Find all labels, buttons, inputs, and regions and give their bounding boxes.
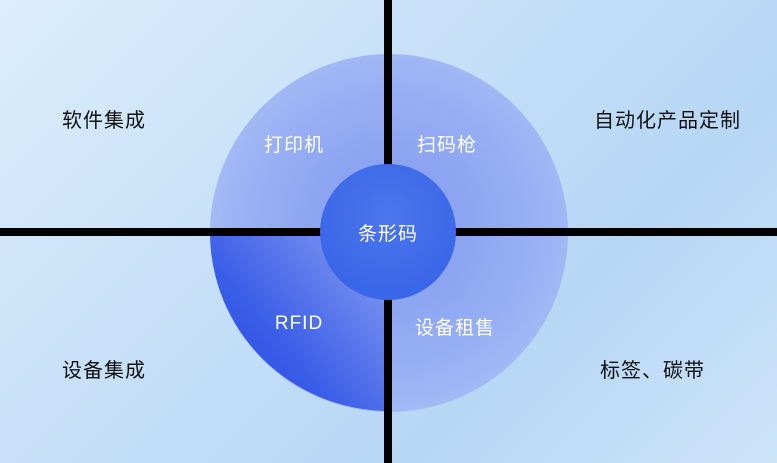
corner-label-labels-ribbons: 标签、碳带 bbox=[600, 360, 705, 382]
ring-label-rfid: RFID bbox=[274, 313, 324, 334]
center-circle: 条形码 bbox=[320, 164, 456, 300]
corner-label-equipment-integration: 设备集成 bbox=[62, 360, 146, 382]
ring-label-scanner: 扫码枪 bbox=[416, 135, 478, 156]
corner-label-software-integration: 软件集成 bbox=[62, 110, 146, 132]
ring-label-equipment-rental: 设备租售 bbox=[414, 318, 496, 339]
center-label: 条形码 bbox=[357, 223, 418, 245]
corner-label-automation-customization: 自动化产品定制 bbox=[594, 110, 741, 132]
ring-label-printer: 打印机 bbox=[263, 135, 325, 156]
